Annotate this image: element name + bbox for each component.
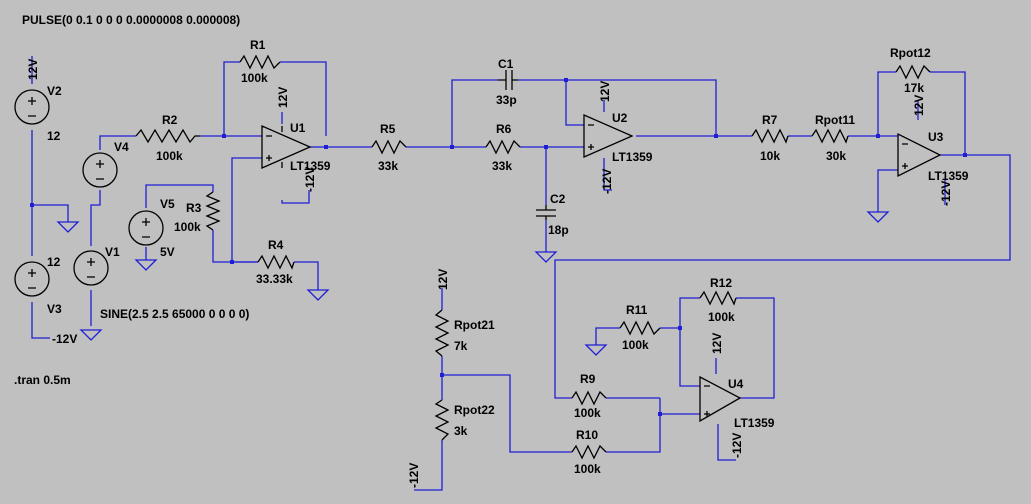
u2-pos-rail: 12V [598, 81, 612, 102]
r6-value: 33k [492, 159, 512, 173]
resistor-R10[interactable] [571, 444, 607, 460]
r5-value: 33k [378, 159, 398, 173]
rpot11-name: Rpot11 [815, 113, 855, 127]
resistor-Rpot21[interactable] [434, 309, 450, 357]
u2-name: U2 [612, 111, 628, 125]
rpot-top-rail: 12V [436, 269, 450, 290]
resistor-R2[interactable] [135, 128, 200, 144]
resistor-R9[interactable] [571, 390, 607, 406]
capacitor-C2[interactable] [536, 205, 556, 220]
r12-name: R12 [710, 276, 732, 290]
r4-name: R4 [268, 238, 284, 252]
pulse-directive: PULSE(0 0.1 0 0 0 0.0000008 0.000008) [22, 13, 240, 27]
c1-value: 33p [496, 93, 517, 107]
u2-model: LT1359 [612, 150, 653, 164]
resistor-R3[interactable] [205, 191, 221, 231]
v3-name: V3 [47, 302, 62, 316]
u1-name: U1 [290, 121, 306, 135]
resistor-Rpot22[interactable] [434, 399, 450, 441]
r12-value: 100k [708, 310, 735, 324]
resistor-R4[interactable] [257, 254, 295, 270]
resistor-R1[interactable] [239, 54, 281, 70]
voltage-source-V4[interactable] [82, 152, 118, 188]
rpot22-name: Rpot22 [454, 403, 495, 417]
rpot22-value: 3k [454, 424, 468, 438]
rpot21-value: 7k [454, 339, 468, 353]
opamp-U2[interactable] [583, 114, 634, 158]
resistor-R6[interactable] [485, 139, 521, 155]
resistor-R5[interactable] [371, 139, 407, 155]
v3-value: 12 [47, 255, 61, 269]
r3-name: R3 [186, 201, 202, 215]
opamp-U4[interactable] [699, 375, 742, 423]
v4-name: V4 [114, 140, 129, 154]
u1-neg-rail: -12V [303, 167, 317, 192]
r2-name: R2 [162, 113, 178, 127]
rpot-bottom-rail: -12V [407, 463, 421, 488]
v1-name: V1 [105, 245, 120, 259]
u4-model: LT1359 [734, 416, 775, 430]
rpot11-value: 30k [826, 149, 846, 163]
wires [31, 56, 1011, 491]
resistor-R7[interactable] [751, 128, 789, 144]
r1-value: 100k [241, 71, 268, 85]
r10-name: R10 [576, 428, 598, 442]
rpot12-name: Rpot12 [890, 46, 931, 60]
r3-value: 100k [174, 220, 201, 234]
resistor-Rpot11[interactable] [811, 128, 849, 144]
tran-directive: .tran 0.5m [14, 373, 71, 387]
v3-rail-label: -12V [52, 332, 77, 346]
v2-value: 12 [47, 129, 61, 143]
voltage-source-V2[interactable] [14, 89, 50, 125]
c2-value: 18p [548, 223, 569, 237]
r7-name: R7 [762, 113, 778, 127]
u3-model: LT1359 [928, 169, 969, 183]
u3-name: U3 [928, 130, 944, 144]
v5-name: V5 [160, 197, 175, 211]
r2-value: 100k [156, 149, 183, 163]
ground-symbols [56, 211, 890, 356]
r11-name: R11 [626, 303, 648, 317]
voltage-source-V5[interactable] [128, 210, 164, 246]
r10-value: 100k [574, 462, 601, 476]
v2-name: V2 [47, 84, 62, 98]
resistor-R11[interactable] [619, 320, 661, 336]
capacitor-C1[interactable] [498, 70, 518, 90]
rpot12-value: 17k [904, 81, 924, 95]
voltage-source-V3[interactable] [14, 261, 50, 297]
r11-value: 100k [622, 338, 649, 352]
u2-neg-rail: -12V [600, 169, 614, 194]
v5-value: 5V [160, 245, 175, 259]
r4-value: 33.33k [256, 272, 293, 286]
r5-name: R5 [380, 122, 396, 136]
u3-pos-rail: 12V [912, 95, 926, 116]
opamp-U3[interactable] [897, 132, 942, 178]
junction-dots [30, 78, 967, 416]
resistor-Rpot12[interactable] [895, 64, 931, 80]
opamp-U1[interactable] [261, 125, 312, 169]
u4-name: U4 [728, 377, 744, 391]
u4-pos-rail: 12V [710, 333, 724, 354]
r9-name: R9 [580, 372, 596, 386]
r1-name: R1 [250, 38, 266, 52]
r7-value: 10k [760, 149, 780, 163]
v2-rail-label: 12V [26, 59, 40, 80]
r9-value: 100k [574, 406, 601, 420]
c2-name: C2 [550, 192, 566, 206]
c1-name: C1 [498, 57, 514, 71]
voltage-source-V1[interactable] [73, 250, 109, 286]
r6-name: R6 [496, 122, 512, 136]
resistor-R12[interactable] [699, 290, 737, 306]
u4-neg-rail: -12V [730, 433, 744, 458]
rpot21-name: Rpot21 [454, 318, 495, 332]
sine-directive: SINE(2.5 2.5 65000 0 0 0 0) [100, 307, 249, 321]
u3-neg-rail: -12V [939, 181, 953, 206]
u1-model: LT1359 [290, 159, 331, 173]
u1-pos-rail: 12V [276, 87, 290, 108]
